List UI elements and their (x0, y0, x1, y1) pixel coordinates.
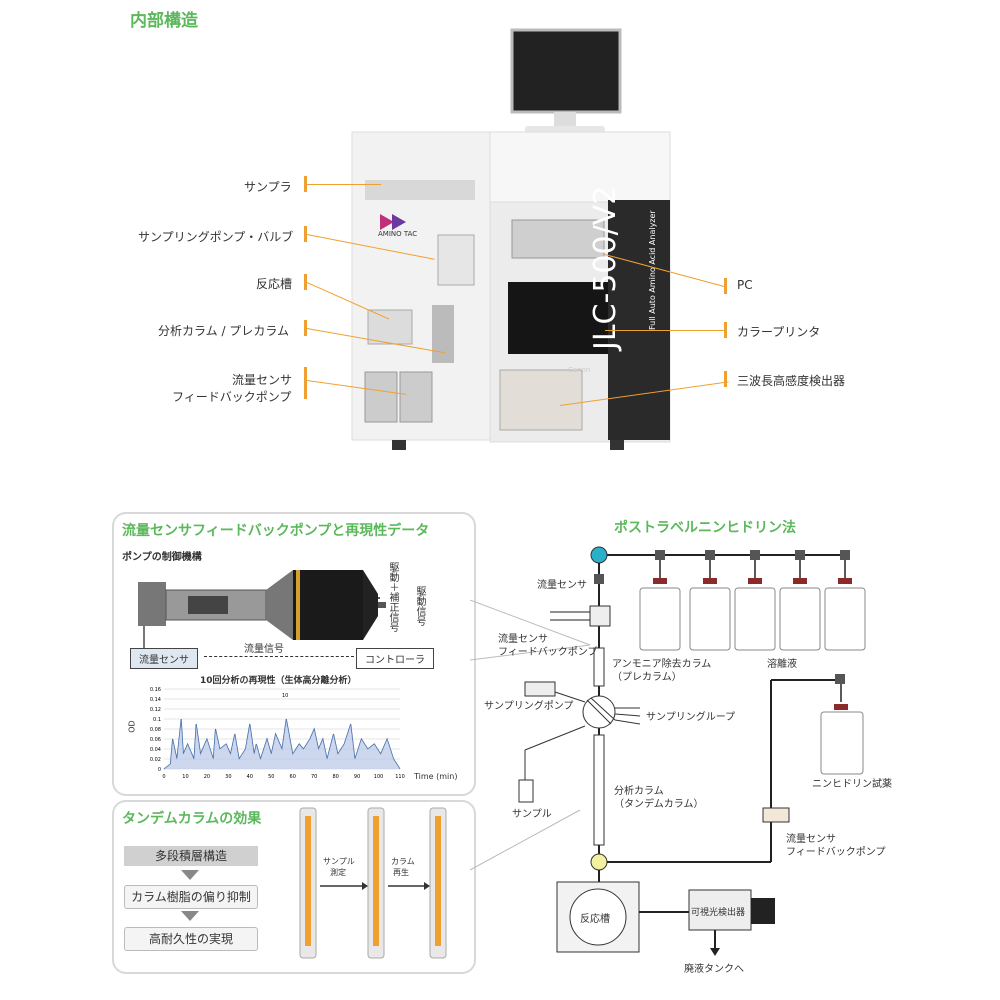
sampling-loop-label: サンプリングループ (646, 712, 736, 723)
chart-xtick: 110 (395, 774, 405, 780)
ninhydrin-title: ポストラベルニンヒドリン法 (614, 520, 796, 536)
label-sampling-pump-valve: サンプリングポンプ・バルブ (138, 230, 294, 244)
chart-series-area (164, 719, 400, 769)
chart-xtick: 60 (290, 774, 296, 780)
reactor-label: 反応槽 (580, 914, 610, 925)
arrow1-label-1: サンプル (323, 857, 355, 866)
flow-diagram (518, 546, 866, 956)
label-tick (304, 274, 307, 290)
sampling-pump-label: サンプリングポンプ (484, 701, 574, 712)
analysis-col-label-1: 分析カラム (614, 786, 664, 797)
chart-ylabel: OD (127, 720, 137, 733)
model-name: JLC-500/V2 (588, 185, 623, 350)
chart-xtick: 0 (162, 774, 165, 780)
arrow1-label-2: 測定 (330, 868, 346, 877)
eluent-label: 溶離液 (767, 659, 797, 670)
fb-pump-label-1: 流量センサ (498, 634, 548, 645)
label-tick (304, 320, 307, 336)
chart-ytick: 0.1 (153, 717, 161, 723)
leader-line (307, 184, 381, 185)
fb-pump2-label-1: 流量センサ (786, 834, 836, 845)
chart-ytick: 0 (158, 767, 161, 773)
pump-panel-title: 流量センサフィードバックポンプと再現性データ (122, 523, 430, 539)
pump-control-subtitle: ポンプの制御機構 (122, 552, 202, 563)
chart-ytick: 0.16 (150, 687, 161, 693)
flow-signal-label: 流量信号 (244, 644, 284, 655)
reproducibility-chart: 0 0.02 0.04 0.06 0.08 0.1 0.12 0.14 0.16 0 10 20 30 4… (150, 687, 405, 780)
label-tick (724, 371, 727, 387)
detector-label: 可視光検出器 (691, 908, 746, 918)
chart-title: 10回分析の再現性（生体高分離分析） (200, 676, 357, 686)
pump-mechanism-diagram (138, 570, 386, 648)
flow-signal-line (204, 656, 354, 657)
chart-ytick: 0.04 (150, 747, 161, 753)
label-tick (304, 226, 307, 242)
analyzer-illustration (351, 28, 671, 450)
drive-signal-label: 駆動信号 (414, 586, 425, 626)
chart-ytick: 0.12 (150, 707, 161, 713)
chart-xtick: 40 (247, 774, 253, 780)
label-tick (724, 278, 727, 294)
chart-ytick: 0.14 (150, 697, 161, 703)
label-tick (724, 322, 727, 338)
chart-xtick: 70 (311, 774, 317, 780)
label-flow-sensor: 流量センサ (232, 373, 293, 387)
chart-xtick: 50 (268, 774, 274, 780)
amino-tac-logo: AMINO TAC (378, 230, 418, 238)
drive-correction-label: 駆動＋補正信号 (387, 562, 398, 632)
label-columns: 分析カラム / プレカラム (158, 324, 289, 338)
arrow2-label-1: カラム (391, 857, 415, 866)
chart-xtick: 80 (332, 774, 338, 780)
label-feedback-pump: フィードバックポンプ (172, 390, 292, 404)
chart-xtick: 30 (225, 774, 231, 780)
label-pc: PC (737, 278, 753, 292)
ammonia-label-2: （プレカラム） (612, 672, 682, 683)
label-color-printer: カラープリンタ (737, 325, 821, 339)
ninhydrin-reagent-label: ニンヒドリン試薬 (812, 779, 892, 790)
chart-xtick: 90 (354, 774, 360, 780)
step-3: 高耐久性の実現 (124, 927, 258, 951)
tandem-panel-title: タンデムカラムの効果 (122, 811, 262, 827)
chart-xlabel: Time (min) (414, 772, 458, 781)
analysis-col-label-2: （タンデムカラム） (614, 799, 704, 810)
printer-brand: Canon (568, 366, 591, 374)
step-2: カラム樹脂の偏り抑制 (124, 885, 258, 909)
callout-lines (470, 600, 591, 871)
chart-annotation: 10 (282, 693, 288, 699)
flow-sensor-box: 流量センサ (130, 648, 198, 669)
step-arrow (181, 870, 199, 880)
chart-ytick: 0.06 (150, 737, 161, 743)
arrow2-label-2: 再生 (393, 868, 409, 877)
step-1: 多段積層構造 (124, 846, 258, 866)
label-detector: 三波長高感度検出器 (737, 374, 846, 388)
label-tick (304, 367, 307, 399)
label-reactor: 反応槽 (256, 277, 293, 291)
waste-label: 廃液タンクへ (684, 964, 744, 975)
leader-line (605, 330, 725, 331)
chart-xtick: 10 (182, 774, 188, 780)
label-sampler: サンプラ (244, 180, 292, 194)
section-title: 内部構造 (130, 11, 198, 31)
ammonia-label-1: アンモニア除去カラム (612, 659, 712, 670)
fb-pump2-label-2: フィードバックポンプ (786, 847, 886, 858)
chart-ytick: 0.08 (150, 727, 161, 733)
controller-box: コントローラ (356, 648, 434, 669)
tandem-column-diagram (299, 807, 447, 959)
label-tick (304, 176, 307, 192)
flow-sensor-label: 流量センサ (537, 580, 587, 591)
model-subtitle: Full Auto Amino Acid Analyzer (648, 210, 657, 330)
fb-pump-label-2: フィードバックポンプ (498, 647, 598, 658)
sample-label: サンプル (512, 809, 552, 820)
chart-xtick: 100 (374, 774, 384, 780)
chart-ytick: 0.02 (150, 757, 161, 763)
step-arrow (181, 911, 199, 921)
chart-xtick: 20 (204, 774, 210, 780)
